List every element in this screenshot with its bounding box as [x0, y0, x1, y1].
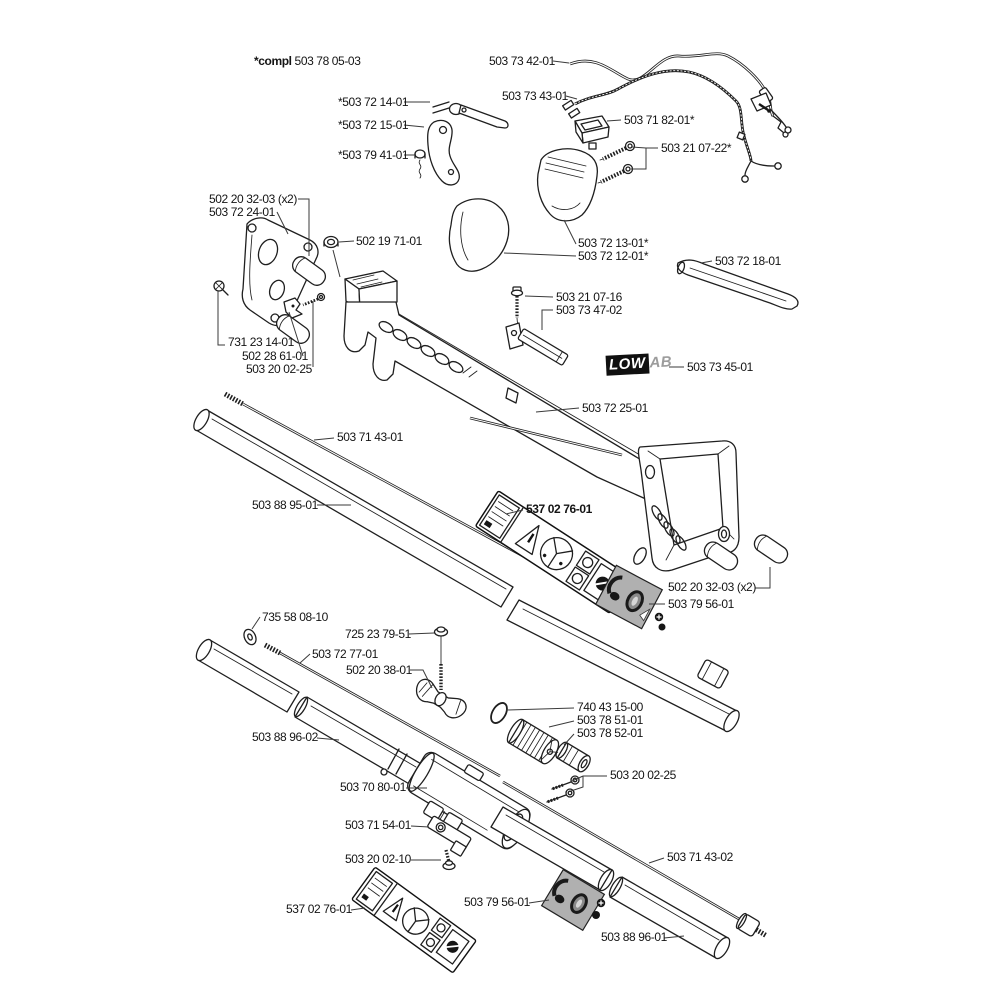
part-label: 503 71 43-01 [337, 430, 403, 444]
part-label: 503 20 02-25 [246, 362, 312, 376]
part-label: *503 79 41-01 [338, 148, 409, 162]
part-label: 503 78 51-01 [577, 713, 643, 727]
throttle-lever [432, 101, 509, 129]
washer [243, 628, 257, 646]
upper-drive-shaft [223, 391, 557, 576]
part-label: 503 72 77-01 [312, 647, 378, 661]
shaft-cushion-2 [753, 534, 789, 564]
coupler-knob [415, 678, 467, 719]
part-label: 503 72 24-01 [209, 205, 275, 219]
coupler [407, 751, 531, 850]
compl-number: 503 78 05-03 [294, 54, 361, 68]
flange-nut [323, 235, 339, 249]
part-label: 503 78 52-01 [577, 726, 643, 740]
part-label: 537 02 76-01 [526, 502, 592, 516]
connector-boot [750, 92, 772, 112]
tube-collar [697, 659, 729, 689]
lower-drive-shaft [263, 642, 501, 778]
shaft-cushion-1 [703, 541, 739, 571]
part-label: 503 73 47-02 [556, 303, 622, 317]
decal-mark-4 [592, 911, 600, 919]
part-label: 537 02 76-01 [286, 902, 352, 916]
blade-guard-strip [676, 259, 799, 310]
part-label: 502 20 38-01 [346, 663, 412, 677]
info-decal-lower [540, 868, 606, 932]
lowab-logo-black: LOW [605, 353, 650, 376]
decal-mark-plus [656, 614, 662, 620]
clamp-screw [442, 849, 456, 871]
part-label: 725 23 79-51 [345, 627, 411, 641]
part-label: 503 20 02-10 [345, 852, 411, 866]
lowab-logo-gray: AB [649, 353, 673, 372]
leader-lines [217, 60, 771, 939]
part-label: 503 88 96-02 [252, 730, 318, 744]
part-label-compl: *compl 503 78 05-03 [254, 54, 361, 68]
o-ring [490, 702, 508, 724]
upper-tube-rear [506, 599, 740, 733]
part-label: 503 72 13-01* [578, 236, 649, 250]
part-label: 503 88 96-01 [601, 930, 667, 944]
front-bracket [241, 217, 319, 327]
cable-guide-block [505, 387, 519, 404]
part-label: 503 70 80-01 [340, 780, 406, 794]
part-label: 503 71 54-01 [345, 818, 411, 832]
part-label: 503 71 43-02 [667, 850, 733, 864]
decal-mark-2 [658, 623, 666, 631]
coupler-screws [546, 775, 580, 804]
part-label: 502 19 71-01 [356, 234, 422, 248]
part-label: 502 28 61-01 [242, 349, 308, 363]
part-label: 503 72 25-01 [582, 401, 648, 415]
stop-switch [574, 115, 610, 150]
bushing-ribbed [506, 718, 560, 765]
part-label: 503 72 12-01* [578, 249, 649, 263]
bushing-small [555, 741, 591, 773]
throttle-trigger [427, 119, 460, 186]
bracket-screw [213, 280, 229, 296]
info-decal-upper [594, 564, 664, 630]
bracket-cushion-2 [275, 314, 311, 344]
part-label: 503 73 43-01 [502, 89, 568, 103]
part-label: 735 58 08-10 [262, 610, 328, 624]
handle-screws [597, 140, 636, 184]
wiring-harness [562, 69, 792, 183]
cable-guide-bracket [505, 322, 569, 366]
part-label: 503 20 02-25 [610, 768, 676, 782]
clamp-screw-small [302, 292, 326, 307]
handle-grip [448, 198, 510, 272]
part-label: 740 43 15-00 [577, 700, 643, 714]
trigger-spring-nut [414, 149, 426, 179]
part-label: 503 88 95-01 [252, 498, 318, 512]
part-label: 731 23 14-01 [228, 335, 294, 349]
part-label: 503 21 07-16 [556, 290, 622, 304]
part-label: 503 73 42-01 [489, 54, 555, 68]
part-label: 503 21 07-22* [661, 141, 732, 155]
part-label: *503 72 14-01 [338, 95, 409, 109]
part-label: 503 79 56-01 [668, 597, 734, 611]
lower-shaft-rod [502, 780, 768, 938]
part-label: 503 72 18-01 [715, 254, 781, 268]
bracket-cushion-1 [291, 256, 327, 286]
upper-tube-front [193, 408, 514, 608]
lower-tube-rear-2 [608, 876, 731, 960]
part-label: 502 20 32-03 (x2) [209, 192, 297, 206]
part-label: 502 20 32-03 (x2) [668, 580, 756, 594]
coupler-clamp [427, 815, 472, 857]
part-label: 503 73 45-01 [687, 360, 753, 374]
knob-screw [433, 626, 449, 690]
warning-decal-lower [351, 867, 477, 973]
inner-shaft-line [469, 416, 623, 457]
part-label: 503 79 56-01 [464, 895, 530, 909]
cable-clamp-small [283, 297, 303, 319]
guide-screw [510, 286, 524, 330]
handle-cover-upper [536, 148, 599, 222]
part-label: 503 71 82-01* [624, 113, 695, 127]
part-label: *503 72 15-01 [338, 118, 409, 132]
lower-tube-front [195, 638, 300, 713]
lower-tube-rear-1 [490, 806, 615, 892]
compl-prefix: *compl [254, 54, 292, 68]
decal-mark-plus-2 [598, 900, 604, 906]
